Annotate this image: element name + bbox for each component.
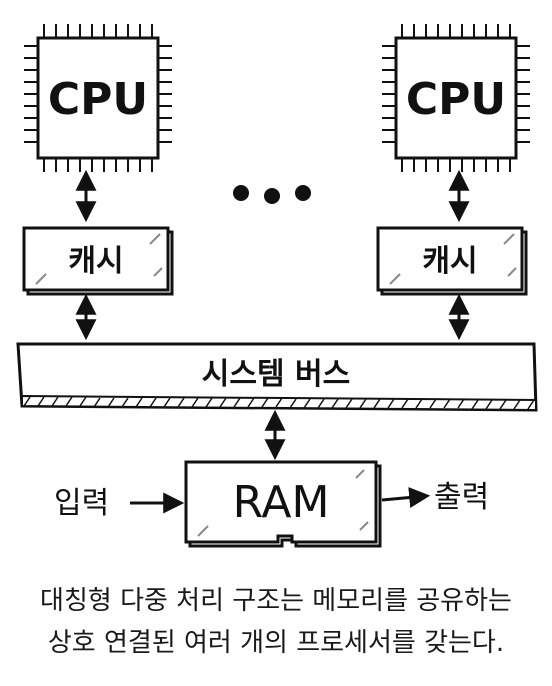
cpu-pins-left bbox=[24, 24, 172, 172]
input-label: 입력 bbox=[54, 486, 109, 521]
cpu-pins-right bbox=[382, 24, 530, 172]
smp-diagram: CPU CPU 캐시 캐시 시 bbox=[16, 24, 538, 548]
caption-line-1: 대칭형 다중 처리 구조는 메모리를 공유하는 bbox=[40, 586, 512, 616]
ellipsis-dots bbox=[233, 185, 311, 204]
caption: 대칭형 다중 처리 구조는 메모리를 공유하는 상호 연결된 여러 개의 프로세… bbox=[0, 580, 552, 664]
cpu-body-right bbox=[394, 36, 518, 160]
ram-module: RAM bbox=[184, 460, 382, 548]
output-label: 출력 bbox=[434, 480, 489, 515]
cpu-body-left bbox=[36, 36, 160, 160]
ram-label: RAM bbox=[233, 477, 330, 528]
cpu-chip-left: CPU bbox=[24, 24, 172, 172]
system-bus: 시스템 버스 bbox=[16, 342, 538, 412]
cpu-chip-right: CPU bbox=[382, 24, 530, 172]
cpu-label-right: CPU bbox=[406, 74, 506, 125]
output-arrow bbox=[381, 487, 431, 508]
caption-line-2: 상호 연결된 여러 개의 프로세서를 갖는다. bbox=[47, 628, 505, 658]
cpu-label-left: CPU bbox=[48, 74, 148, 125]
cache-box-left: 캐시 bbox=[22, 226, 174, 296]
cache-label-left: 캐시 bbox=[68, 244, 123, 279]
cache-box-right: 캐시 bbox=[376, 226, 528, 296]
cache-label-right: 캐시 bbox=[422, 244, 477, 279]
system-bus-label: 시스템 버스 bbox=[202, 357, 350, 392]
